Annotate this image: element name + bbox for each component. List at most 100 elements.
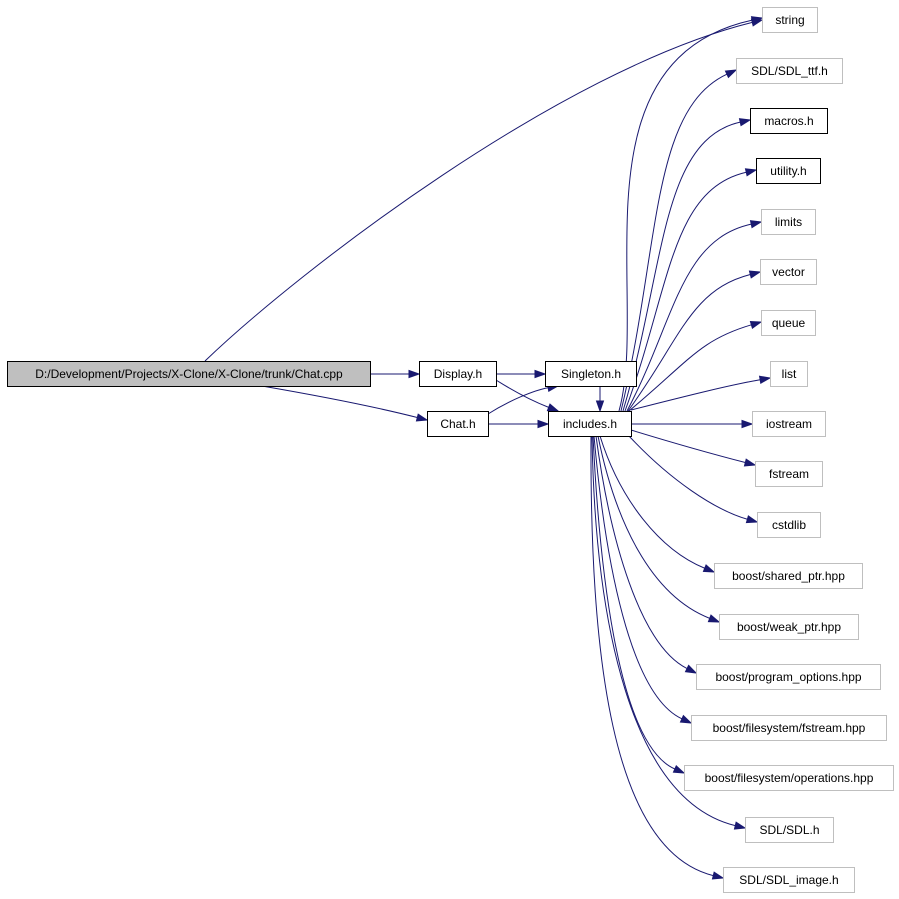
arrowhead-icon xyxy=(534,369,547,379)
arrowhead-icon xyxy=(415,413,429,422)
nodes-layer: D:/Development/Projects/X-Clone/X-Clone/… xyxy=(7,7,894,893)
arrowhead-icon xyxy=(733,821,747,830)
node-string: string xyxy=(762,7,818,33)
node-box xyxy=(684,765,894,791)
node-box xyxy=(723,867,855,893)
arrowhead-icon xyxy=(684,664,698,674)
node-label: vector xyxy=(772,265,805,279)
node-label: SDL/SDL.h xyxy=(759,823,819,837)
edge-includes-to-limits xyxy=(626,220,763,412)
node-root[interactable]: D:/Development/Projects/X-Clone/X-Clone/… xyxy=(7,361,371,387)
node-box xyxy=(770,361,808,387)
node-shared_ptr: boost/shared_ptr.hpp xyxy=(714,563,863,589)
arrowhead-icon xyxy=(749,320,763,330)
arrowhead-icon xyxy=(595,400,605,413)
node-weak_ptr: boost/weak_ptr.hpp xyxy=(719,614,859,640)
edge-line xyxy=(261,385,418,419)
edge-line xyxy=(627,274,751,412)
node-list: list xyxy=(770,361,808,387)
edge-line xyxy=(595,435,688,669)
edge-includes-to-sdl_ttf xyxy=(620,69,738,412)
node-cstdlib: cstdlib xyxy=(757,512,821,538)
node-box xyxy=(548,411,632,437)
node-label: boost/shared_ptr.hpp xyxy=(732,569,845,583)
edge-line xyxy=(591,435,736,827)
arrowhead-icon xyxy=(745,515,759,524)
node-label: D:/Development/Projects/X-Clone/X-Clone/… xyxy=(35,367,343,381)
node-label: string xyxy=(775,13,804,27)
node-label: boost/filesystem/operations.hpp xyxy=(705,771,874,785)
node-queue: queue xyxy=(761,310,816,336)
arrowhead-icon xyxy=(738,118,752,127)
node-includes[interactable]: includes.h xyxy=(548,411,632,437)
edge-chat-to-includes xyxy=(488,419,550,429)
node-box xyxy=(761,310,816,336)
edge-line xyxy=(618,19,753,412)
edge-includes-to-sdl_image xyxy=(590,435,725,880)
node-vector: vector xyxy=(760,259,817,285)
node-box xyxy=(719,614,859,640)
edge-line xyxy=(626,223,752,412)
node-fstream: fstream xyxy=(755,461,823,487)
node-label: iostream xyxy=(766,417,812,431)
edge-singleton-to-includes xyxy=(595,385,605,413)
edge-line xyxy=(590,435,714,877)
edge-includes-to-shared_ptr xyxy=(599,435,716,573)
node-macros[interactable]: macros.h xyxy=(750,108,828,134)
arrowhead-icon xyxy=(748,270,762,279)
edge-line xyxy=(495,379,549,408)
node-label: Singleton.h xyxy=(561,367,621,381)
arrowhead-icon xyxy=(546,403,560,412)
node-label: macros.h xyxy=(764,114,813,128)
node-label: limits xyxy=(775,215,802,229)
node-chat[interactable]: Chat.h xyxy=(427,411,489,437)
edge-root-to-string xyxy=(204,18,764,362)
node-box xyxy=(745,817,834,843)
node-box xyxy=(7,361,371,387)
node-label: includes.h xyxy=(563,417,617,431)
node-box xyxy=(761,209,816,235)
node-fs_operations: boost/filesystem/operations.hpp xyxy=(684,765,894,791)
node-label: cstdlib xyxy=(772,518,806,532)
edge-line xyxy=(487,387,549,415)
arrowhead-icon xyxy=(758,375,772,384)
edge-includes-to-vector xyxy=(627,270,762,412)
edge-includes-to-fs_operations xyxy=(592,435,686,774)
edge-display-to-includes xyxy=(495,379,560,412)
edge-line xyxy=(628,324,752,412)
node-box xyxy=(419,361,497,387)
node-limits: limits xyxy=(761,209,816,235)
node-label: boost/program_options.hpp xyxy=(715,670,861,684)
node-box xyxy=(427,411,489,437)
edge-line xyxy=(204,21,753,362)
node-box xyxy=(762,7,818,33)
node-box xyxy=(696,664,881,690)
edge-root-to-display xyxy=(369,369,421,379)
edge-includes-to-utility xyxy=(624,168,758,412)
node-box xyxy=(714,563,863,589)
node-utility[interactable]: utility.h xyxy=(756,158,821,184)
edge-includes-to-queue xyxy=(628,320,763,412)
node-label: list xyxy=(782,367,797,381)
edge-line xyxy=(620,73,728,412)
node-box xyxy=(750,108,828,134)
arrowhead-icon xyxy=(702,564,716,573)
edge-line xyxy=(630,379,761,411)
node-label: queue xyxy=(772,316,806,330)
arrowhead-icon xyxy=(679,714,693,724)
edge-display-to-singleton xyxy=(495,369,547,379)
node-singleton[interactable]: Singleton.h xyxy=(545,361,637,387)
arrowhead-icon xyxy=(408,369,421,379)
node-box xyxy=(757,512,821,538)
edge-root-to-chat xyxy=(261,385,429,422)
edge-includes-to-string xyxy=(618,16,764,412)
arrowhead-icon xyxy=(711,871,725,880)
edge-line xyxy=(592,435,676,770)
arrowhead-icon xyxy=(707,614,721,623)
edges-layer xyxy=(204,16,772,880)
edge-includes-to-sdl xyxy=(591,435,747,830)
arrowhead-icon xyxy=(743,458,757,467)
node-display[interactable]: Display.h xyxy=(419,361,497,387)
edge-line xyxy=(630,429,746,463)
